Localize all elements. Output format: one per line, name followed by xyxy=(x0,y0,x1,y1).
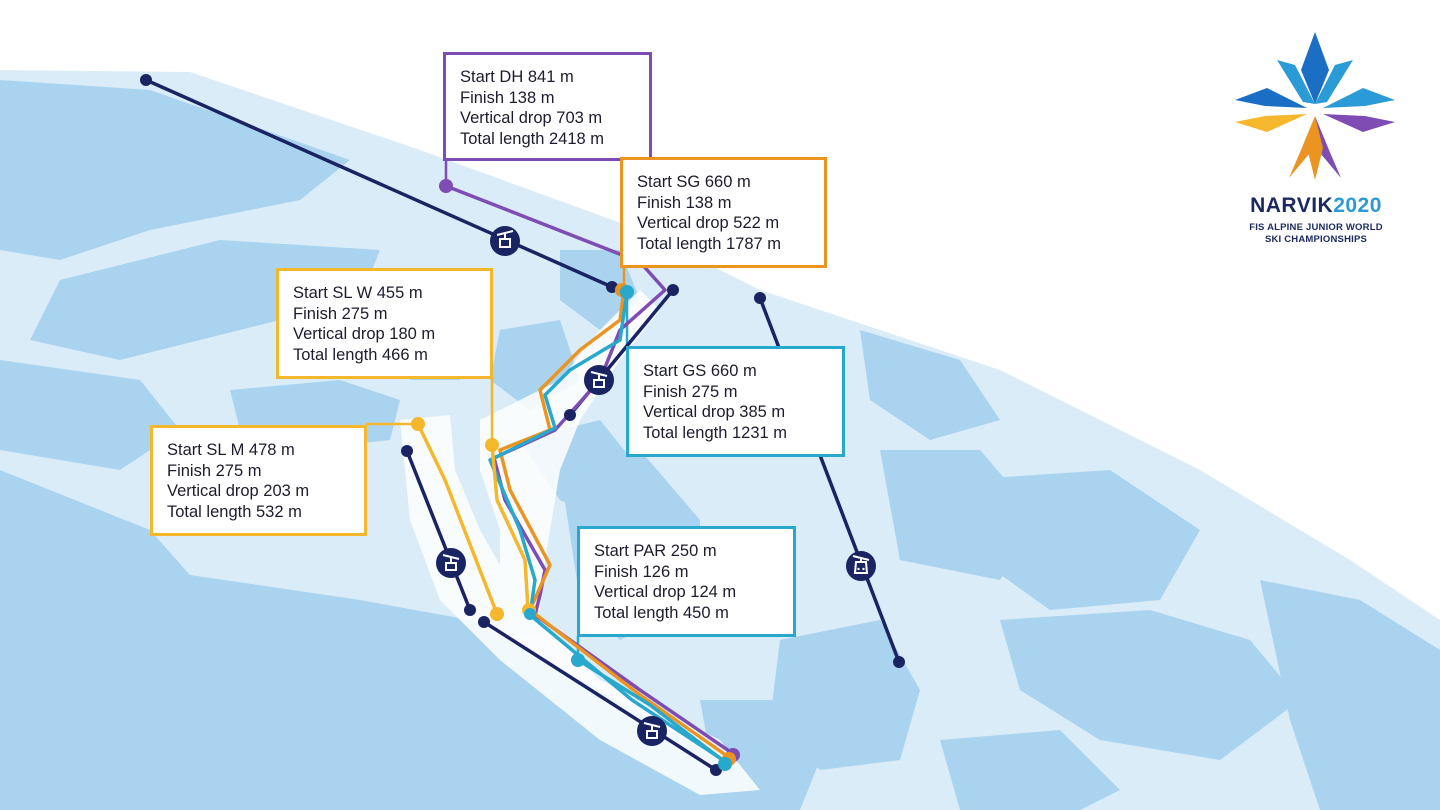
info-line: Vertical drop 522 m xyxy=(637,214,780,232)
info-line: Finish 126 m xyxy=(594,562,689,581)
info-line: Total length 2418 m xyxy=(460,129,605,148)
info-line: Start DH 841 m xyxy=(460,68,574,86)
info-line: Finish 275 m xyxy=(643,382,738,401)
info-line: Vertical drop 124 m xyxy=(594,583,737,601)
info-box-gs: Start GS 660 m Finish 275 m Vertical dro… xyxy=(626,346,845,457)
logo-title: NARVIK2020 xyxy=(1226,194,1406,218)
par-finish xyxy=(718,757,732,771)
snowflake-logo-icon xyxy=(1235,32,1395,180)
logo-subtitle-2: SKI CHAMPIONSHIPS xyxy=(1264,234,1368,245)
info-box-sg: Start SG 660 m Finish 138 m Vertical dro… xyxy=(620,157,827,268)
logo-year: 2020 xyxy=(1333,194,1382,217)
info-line: Vertical drop 703 m xyxy=(460,109,603,127)
info-box-sl-w: Start SL W 455 m Finish 275 m Vertical d… xyxy=(276,268,493,379)
info-line: Vertical drop 385 m xyxy=(643,403,786,421)
run-sg xyxy=(498,289,732,760)
info-line: Start SL W 455 m xyxy=(293,284,423,302)
info-box-par: Start PAR 250 m Finish 126 m Vertical dr… xyxy=(577,526,796,637)
logo-name: NARVIK xyxy=(1250,194,1334,217)
chairlift-icon xyxy=(490,226,520,256)
info-box-sl-m: Start SL M 478 m Finish 275 m Vertical d… xyxy=(150,425,367,536)
info-line: Total length 1231 m xyxy=(643,423,788,442)
info-line: Start GS 660 m xyxy=(643,362,757,380)
ski-runs xyxy=(416,184,736,764)
logo-subtitle-1: FIS ALPINE JUNIOR WORLD xyxy=(1249,222,1383,233)
dh-start xyxy=(439,179,453,193)
info-line: Finish 138 m xyxy=(460,88,555,107)
chairlift-icon xyxy=(637,716,667,746)
info-line: Vertical drop 203 m xyxy=(167,482,310,500)
chairlift-icon xyxy=(436,548,466,578)
chairlift-icon xyxy=(584,365,614,395)
gs-start xyxy=(620,285,634,299)
info-line: Total length 450 m xyxy=(594,603,729,622)
info-line: Finish 138 m xyxy=(637,193,732,212)
run-endpoints xyxy=(411,179,740,771)
info-line: Start PAR 250 m xyxy=(594,542,717,560)
slm-start xyxy=(411,417,425,431)
run-sl-m xyxy=(416,423,499,615)
run-gs xyxy=(488,291,727,764)
lift-endpoints xyxy=(140,74,905,776)
run-sl-w xyxy=(490,444,530,611)
info-line: Total length 1787 m xyxy=(637,234,782,253)
info-line: Finish 275 m xyxy=(167,461,262,480)
info-line: Start SG 660 m xyxy=(637,173,751,191)
info-line: Total length 466 m xyxy=(293,345,428,364)
info-box-dh: Start DH 841 m Finish 138 m Vertical dro… xyxy=(443,52,652,161)
info-line: Total length 532 m xyxy=(167,502,302,521)
gs-finish xyxy=(524,608,536,620)
info-line: Vertical drop 180 m xyxy=(293,325,436,343)
par-start xyxy=(571,653,585,667)
slw-start xyxy=(485,438,499,452)
gondola-icon xyxy=(846,551,876,581)
info-line: Start SL M 478 m xyxy=(167,441,295,459)
run-par xyxy=(577,658,727,764)
info-line: Finish 275 m xyxy=(293,304,388,323)
narvik-2020-logo: NARVIK2020 FIS ALPINE JUNIOR WORLD SKI C… xyxy=(1226,30,1406,260)
sl-finish xyxy=(490,607,504,621)
